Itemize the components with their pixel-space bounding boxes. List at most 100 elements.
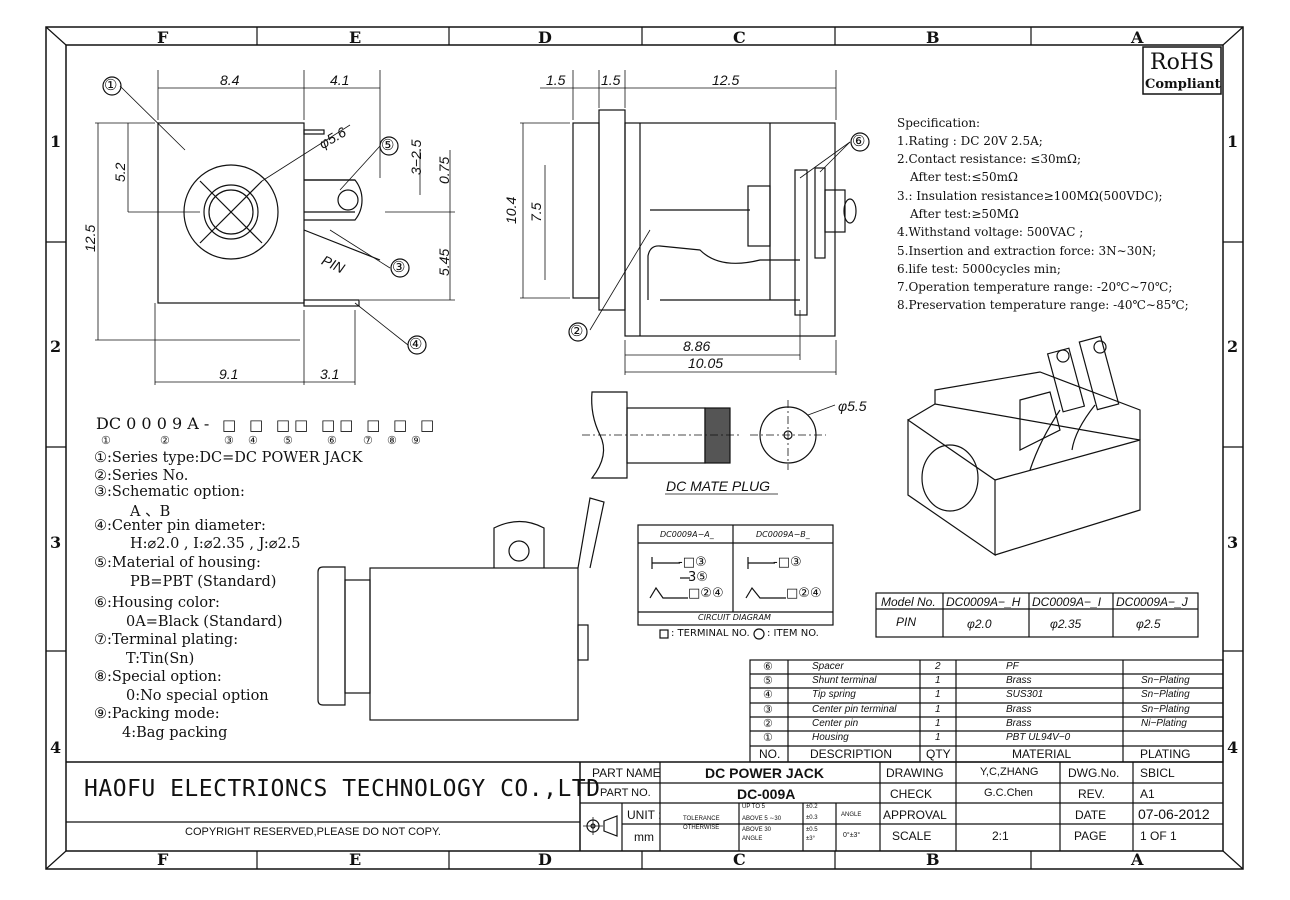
model-header-0: Model No. — [881, 595, 936, 609]
option-line: ⑦:Terminal plating: — [94, 632, 239, 648]
front-view — [95, 70, 455, 385]
outer-frame — [45, 26, 1244, 870]
option-line: PB=PBT (Standard) — [130, 574, 277, 590]
bom-no: ④ — [763, 689, 773, 701]
bom-material: Brass — [1006, 675, 1032, 686]
callout-1-front: ① — [104, 76, 118, 94]
spec-line: After test:≥50MΩ — [910, 207, 1019, 221]
dim-3-2-5: 3−2.5 — [408, 139, 424, 175]
option-line: ⑨:Packing mode: — [94, 706, 220, 722]
title-block — [66, 761, 1223, 851]
callout-2-side: ② — [570, 322, 584, 340]
code-num-7: ⑦ — [363, 434, 373, 447]
option-line: ③:Schematic option: — [94, 484, 245, 500]
model-row-2: φ2.35 — [1050, 617, 1082, 631]
legend-terminal: : TERMINAL NO. — [671, 628, 750, 639]
copyright: COPYRIGHT RESERVED,PLEASE DO NOT COPY. — [185, 826, 441, 838]
inner-frame — [65, 44, 1224, 852]
circuit-a-24: □②④ — [688, 586, 724, 601]
zone-col-d: D — [538, 28, 552, 47]
code-num-8: ⑧ — [387, 434, 397, 447]
date-value: 07-06-2012 — [1138, 806, 1210, 822]
spec-line: 1.Rating : DC 20V 2.5A; — [897, 134, 1043, 148]
scale-label: SCALE — [892, 829, 932, 843]
dwg-value: SBICL — [1140, 766, 1175, 780]
option-line: H:⌀2.0 , I:⌀2.35 , J:⌀2.5 — [130, 536, 301, 552]
model-header-2: DC0009A−_I — [1032, 595, 1102, 609]
option-line: ④:Center pin diameter: — [94, 518, 266, 534]
bom-desc: Housing — [812, 732, 849, 743]
zone-col-d-bottom: D — [538, 850, 552, 869]
model-header-3: DC0009A−_J — [1116, 595, 1188, 609]
dim-1-5-b: 1.5 — [601, 72, 621, 88]
legend-item: : ITEM NO. — [767, 628, 819, 639]
drawing-value: Y,C,ZHANG — [980, 766, 1039, 778]
circuit-box — [637, 524, 834, 640]
option-line: 0A=Black (Standard) — [126, 614, 283, 630]
dim-10-4: 10.4 — [503, 196, 519, 224]
dim-8-86: 8.86 — [683, 338, 711, 354]
option-line: A 、B — [130, 504, 171, 520]
dim-5-45: 5.45 — [436, 248, 452, 276]
zone-col-f: F — [157, 28, 169, 47]
bom-plating: Sn−Plating — [1141, 689, 1190, 700]
bom-table — [749, 659, 1224, 763]
bom-header-material: MATERIAL — [1012, 747, 1072, 761]
iso-view — [907, 335, 1141, 557]
side-view — [520, 70, 870, 375]
scale-value: 2:1 — [992, 829, 1009, 843]
zone-col-c-bottom: C — [733, 850, 746, 869]
angle-label: ANGLE — [841, 812, 862, 818]
option-line: ②:Series No. — [94, 468, 189, 484]
part-name: DC POWER JACK — [705, 765, 825, 781]
code-num-5: ⑤ — [283, 434, 293, 447]
dwg-label: DWG.No. — [1068, 766, 1120, 780]
bom-desc: Spacer — [812, 661, 844, 672]
bom-no: ⑤ — [763, 675, 773, 687]
zone-col-b: B — [926, 28, 940, 47]
dim-0-75: 0.75 — [436, 156, 452, 184]
dim-5-2: 5.2 — [112, 162, 128, 182]
bom-header-no: NO. — [759, 747, 781, 761]
zone-row-1-right: 1 — [1227, 132, 1239, 151]
bom-material: PF — [1006, 661, 1019, 672]
callout-5-front: ⑤ — [381, 136, 395, 154]
spec-line: 6.life test: 5000cycles min; — [897, 262, 1061, 276]
zone-col-e: E — [349, 28, 362, 47]
callout-3-front: ③ — [392, 258, 406, 276]
tolerance-value-4: ±3° — [806, 836, 816, 842]
spec-line: 4.Withstand voltage: 500VAC ; — [897, 225, 1084, 239]
zone-col-c: C — [733, 28, 746, 47]
tolerance-value-3: ±0.5 — [806, 827, 818, 833]
bom-no: ① — [763, 732, 773, 744]
part-no-label: PART NO. — [600, 787, 651, 799]
spec-line: 5.Insertion and extraction force: 3N∼30N… — [897, 244, 1157, 258]
bottom-side-view — [317, 497, 605, 721]
bom-desc: Shunt terminal — [812, 675, 877, 686]
bom-plating: Ni−Plating — [1141, 718, 1187, 729]
option-line: T:Tin(Sn) — [126, 651, 195, 667]
tolerance-range-1: UP TO 5 — [742, 804, 766, 810]
bom-no: ② — [763, 718, 773, 730]
model-row-3: φ2.5 — [1136, 617, 1161, 631]
option-line: 4:Bag packing — [122, 725, 228, 741]
bom-qty: 1 — [935, 732, 941, 743]
spec-line: 3.: Insulation resistance≥100MΩ(500VDC); — [897, 189, 1163, 203]
date-label: DATE — [1075, 808, 1107, 822]
callout-4-front: ④ — [409, 335, 423, 353]
zone-col-f-bottom: F — [157, 850, 169, 869]
zone-col-b-bottom: B — [926, 850, 940, 869]
part-code-boxes: □ □ □□ □□ □ □ □ — [222, 416, 439, 434]
circuit-b-24: □②④ — [786, 586, 822, 601]
zone-row-2-right: 2 — [1227, 337, 1239, 356]
bom-plating: Sn−Plating — [1141, 704, 1190, 715]
spec-title: Specification: — [897, 116, 981, 130]
mate-plug — [582, 391, 836, 495]
bom-no: ③ — [763, 704, 773, 716]
rohs-title: RoHS — [1150, 50, 1215, 75]
bom-qty: 1 — [935, 689, 941, 700]
bom-plating: Sn−Plating — [1141, 675, 1190, 686]
zone-row-2: 2 — [50, 337, 62, 356]
option-line: ⑤:Material of housing: — [94, 555, 261, 571]
